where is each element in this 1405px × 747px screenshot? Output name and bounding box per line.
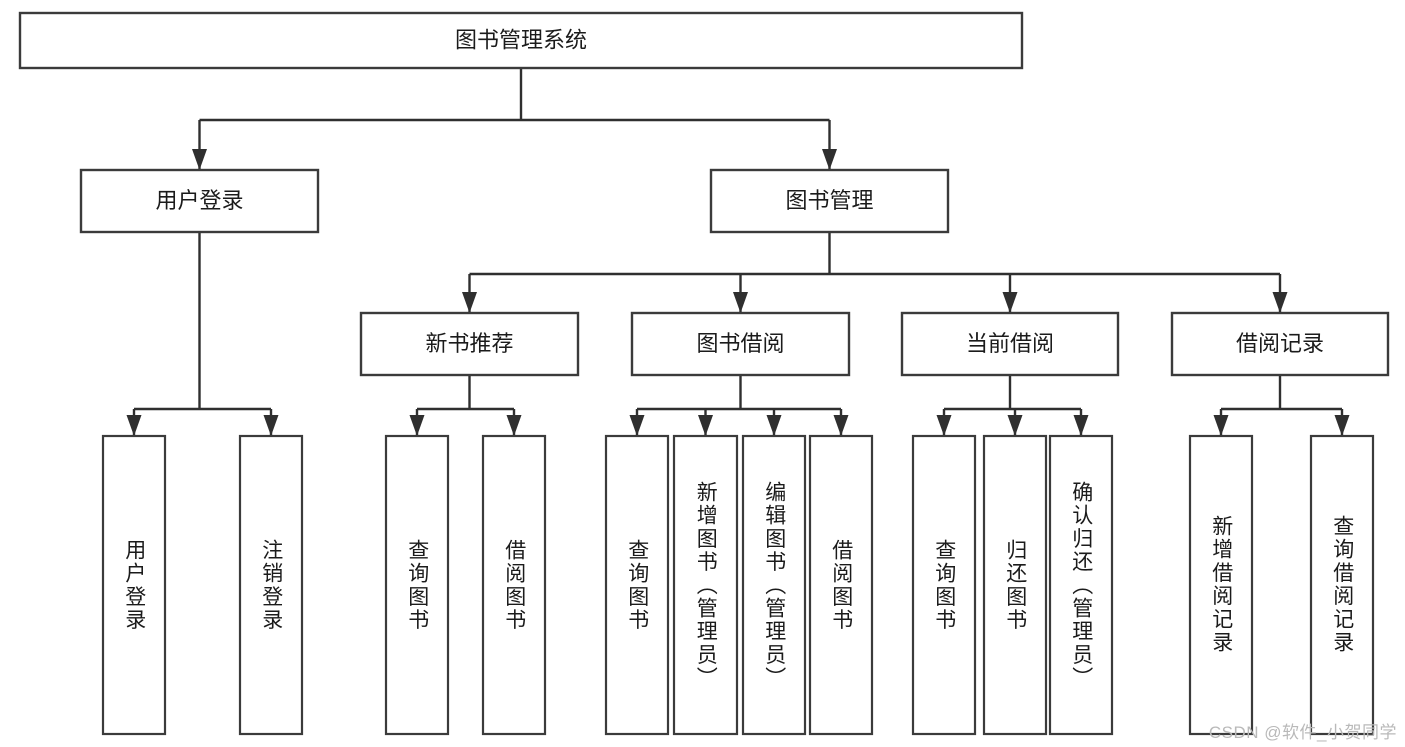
node-root[interactable] (18, 11, 1024, 70)
node-box-borrow-record[interactable] (1170, 311, 1390, 377)
arrow-head (1334, 415, 1350, 436)
node-box-book-manage[interactable] (709, 168, 950, 234)
node-query-borrow-record[interactable] (1309, 434, 1375, 736)
node-book-borrow[interactable] (630, 311, 851, 377)
node-box-query-book-3[interactable] (911, 434, 977, 736)
node-box-new-book-rec[interactable] (359, 311, 580, 377)
node-add-borrow-record[interactable] (1188, 434, 1254, 736)
node-box-query-borrow-record[interactable] (1309, 434, 1375, 736)
node-box-confirm-return[interactable] (1048, 434, 1114, 736)
node-borrow-book-1[interactable] (481, 434, 547, 736)
node-label-borrow-record: 借阅记录 (1236, 331, 1324, 356)
arrow-head (1007, 415, 1023, 436)
arrow-head (833, 415, 849, 436)
arrow-head (506, 415, 522, 436)
node-label-book-manage: 图书管理 (785, 188, 873, 213)
node-edit-book[interactable] (741, 434, 807, 736)
arrow-head (733, 292, 748, 313)
node-box-book-borrow[interactable] (630, 311, 851, 377)
node-query-book-3[interactable] (911, 434, 977, 736)
node-box-layer (18, 11, 1390, 736)
connector-layer (126, 68, 1350, 436)
node-box-edit-book[interactable] (741, 434, 807, 736)
arrow-head (822, 149, 837, 170)
node-query-book-2[interactable] (604, 434, 670, 736)
node-user-login[interactable] (79, 168, 320, 234)
arrow-head (766, 415, 782, 436)
node-label-current-borrow: 当前借阅 (966, 331, 1054, 356)
arrow-head (1213, 415, 1229, 436)
node-book-manage[interactable] (709, 168, 950, 234)
arrow-head (409, 415, 425, 436)
arrow-head (1002, 292, 1018, 313)
node-box-user-login-do[interactable] (101, 434, 167, 736)
node-box-root[interactable] (18, 11, 1024, 70)
node-box-add-borrow-record[interactable] (1188, 434, 1254, 736)
node-add-book[interactable] (672, 434, 739, 736)
arrow-head (698, 415, 713, 436)
node-box-borrow-book-2[interactable] (808, 434, 874, 736)
csdn-watermark: CSDN @软件_小贺同学 (1208, 723, 1397, 742)
arrow-head (263, 415, 279, 436)
node-box-user-logout[interactable] (238, 434, 304, 736)
node-box-user-login[interactable] (79, 168, 320, 234)
arrow-head (629, 415, 645, 436)
node-box-query-book-2[interactable] (604, 434, 670, 736)
node-label-user-login: 用户登录 (155, 188, 243, 213)
node-borrow-book-2[interactable] (808, 434, 874, 736)
arrow-head (192, 149, 207, 170)
arrow-head (1073, 415, 1089, 436)
node-box-current-borrow[interactable] (900, 311, 1120, 377)
node-box-return-book[interactable] (982, 434, 1048, 736)
node-label-new-book-rec: 新书推荐 (425, 331, 513, 356)
node-current-borrow[interactable] (900, 311, 1120, 377)
node-query-book-1[interactable] (384, 434, 450, 736)
node-confirm-return[interactable] (1048, 434, 1114, 736)
node-user-logout[interactable] (238, 434, 304, 736)
node-label-root: 图书管理系统 (455, 27, 587, 52)
arrow-head (936, 415, 952, 436)
node-user-login-do[interactable] (101, 434, 167, 736)
node-label-book-borrow: 图书借阅 (696, 331, 784, 356)
node-new-book-rec[interactable] (359, 311, 580, 377)
node-return-book[interactable] (982, 434, 1048, 736)
arrow-head (126, 415, 142, 436)
node-box-borrow-book-1[interactable] (481, 434, 547, 736)
arrow-head (462, 292, 477, 313)
node-borrow-record[interactable] (1170, 311, 1390, 377)
node-box-query-book-1[interactable] (384, 434, 450, 736)
node-box-add-book[interactable] (672, 434, 739, 736)
arrow-head (1272, 292, 1288, 313)
